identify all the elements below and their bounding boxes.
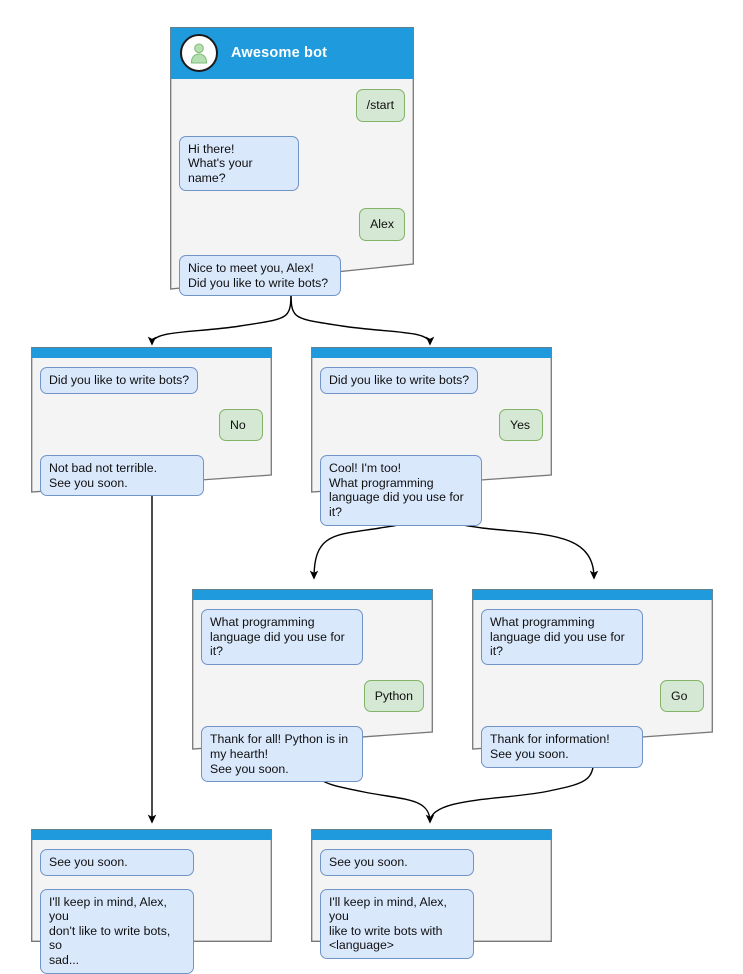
edge-root-to-yes bbox=[290, 287, 435, 346]
message-row: See you soon. bbox=[320, 849, 543, 876]
user-message-bubble[interactable]: /start bbox=[355, 89, 405, 122]
bot-message-bubble[interactable]: What programming language did you use fo… bbox=[481, 609, 643, 665]
node-header-bar bbox=[31, 347, 272, 357]
message-row: Alex bbox=[179, 208, 405, 241]
message-row: Did you like to write bots? bbox=[40, 367, 263, 394]
bot-message-bubble[interactable]: See you soon. bbox=[320, 849, 474, 876]
message-row: I'll keep in mind, Alex, you don't like … bbox=[40, 888, 263, 974]
node-header-bar bbox=[311, 347, 552, 357]
message-row: Thank for all! Python is in my hearth! S… bbox=[201, 726, 424, 783]
bot-message-bubble[interactable]: I'll keep in mind, Alex, you like to wri… bbox=[320, 888, 474, 959]
bot-header-bar: Awesome bot bbox=[170, 27, 414, 79]
bot-message-bubble[interactable]: Hi there! What's your name? bbox=[179, 135, 299, 192]
node-answer-python[interactable]: What programming language did you use fo… bbox=[192, 589, 433, 783]
person-avatar-icon bbox=[180, 34, 218, 72]
bot-message-bubble[interactable]: Thank for all! Python is in my hearth! S… bbox=[201, 726, 363, 783]
node-header-bar bbox=[192, 589, 433, 599]
message-row: Python bbox=[201, 679, 424, 713]
node-answer-no[interactable]: Did you like to write bots? No Not bad n… bbox=[31, 347, 272, 497]
chat-transcript: What programming language did you use fo… bbox=[472, 599, 713, 768]
node-awesome-bot-start[interactable]: Awesome bot /start Hi there! What's your… bbox=[170, 27, 414, 297]
bot-name-label: Awesome bot bbox=[231, 45, 328, 61]
bot-message-bubble[interactable]: See you soon. bbox=[40, 849, 194, 876]
node-header-bar bbox=[472, 589, 713, 599]
bot-message-bubble[interactable]: I'll keep in mind, Alex, you don't like … bbox=[40, 888, 194, 974]
node-answer-go[interactable]: What programming language did you use fo… bbox=[472, 589, 713, 768]
message-row: Did you like to write bots? bbox=[320, 367, 543, 394]
node-header-bar bbox=[311, 829, 552, 839]
message-row: What programming language did you use fo… bbox=[481, 609, 704, 665]
node-end-no-bots[interactable]: See you soon. I'll keep in mind, Alex, y… bbox=[31, 829, 272, 974]
bot-message-bubble[interactable]: Cool! I'm too! What programming language… bbox=[320, 455, 482, 526]
message-row: Yes bbox=[320, 408, 543, 442]
message-row: Go bbox=[481, 679, 704, 713]
chat-transcript: Did you like to write bots? No Not bad n… bbox=[31, 357, 272, 497]
message-row: Thank for information! See you soon. bbox=[481, 726, 704, 768]
chat-transcript: See you soon. I'll keep in mind, Alex, y… bbox=[311, 839, 552, 959]
chat-transcript: What programming language did you use fo… bbox=[192, 599, 433, 783]
message-row: No bbox=[40, 408, 263, 442]
chat-transcript: /start Hi there! What's your name? Alex … bbox=[170, 79, 414, 297]
edge-root-to-no bbox=[147, 287, 292, 346]
user-message-bubble[interactable]: Yes bbox=[499, 408, 543, 442]
message-row: Cool! I'm too! What programming language… bbox=[320, 455, 543, 526]
bot-message-bubble[interactable]: Nice to meet you, Alex! Did you like to … bbox=[179, 254, 341, 297]
message-row: Nice to meet you, Alex! Did you like to … bbox=[179, 254, 405, 297]
bot-message-bubble[interactable]: What programming language did you use fo… bbox=[201, 609, 363, 665]
message-row: What programming language did you use fo… bbox=[201, 609, 424, 665]
bot-message-bubble[interactable]: Did you like to write bots? bbox=[320, 367, 479, 394]
user-message-bubble[interactable]: Alex bbox=[359, 208, 405, 241]
node-end-likes-bots[interactable]: See you soon. I'll keep in mind, Alex, y… bbox=[311, 829, 552, 959]
message-row: I'll keep in mind, Alex, you like to wri… bbox=[320, 888, 543, 959]
message-row: /start bbox=[179, 89, 405, 122]
node-answer-yes[interactable]: Did you like to write bots? Yes Cool! I'… bbox=[311, 347, 552, 526]
user-message-bubble[interactable]: Python bbox=[363, 679, 424, 713]
chat-transcript: Did you like to write bots? Yes Cool! I'… bbox=[311, 357, 552, 526]
message-row: Hi there! What's your name? bbox=[179, 135, 405, 192]
node-header-bar bbox=[31, 829, 272, 839]
bot-message-bubble[interactable]: Did you like to write bots? bbox=[40, 367, 199, 394]
bot-message-bubble[interactable]: Not bad not terrible. See you soon. bbox=[40, 455, 204, 497]
user-message-bubble[interactable]: No bbox=[219, 408, 263, 442]
message-row: See you soon. bbox=[40, 849, 263, 876]
message-row: Not bad not terrible. See you soon. bbox=[40, 455, 263, 497]
bot-message-bubble[interactable]: Thank for information! See you soon. bbox=[481, 726, 643, 768]
chat-transcript: See you soon. I'll keep in mind, Alex, y… bbox=[31, 839, 272, 974]
user-message-bubble[interactable]: Go bbox=[660, 679, 704, 713]
